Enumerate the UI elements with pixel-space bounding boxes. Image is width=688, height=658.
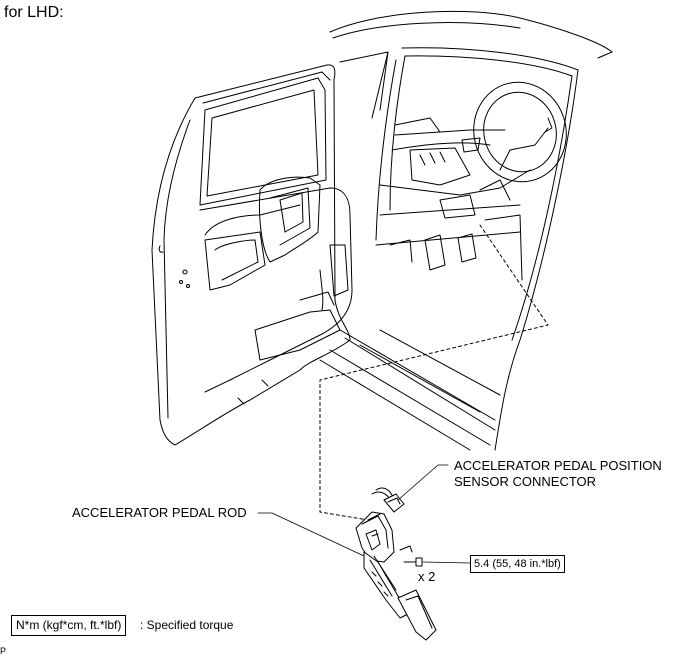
- location-leader: [319, 224, 549, 521]
- car-body-outline: [319, 10, 613, 451]
- footer-code: P: [0, 646, 7, 656]
- diagram-caption: for LHD:: [4, 4, 64, 21]
- dashboard: [375, 81, 567, 281]
- accelerator-pedal-rod-label: ACCELERATOR PEDAL ROD: [72, 505, 247, 520]
- sensor-label-line-2: SENSOR CONNECTOR: [454, 474, 597, 489]
- legend-description: : Specified torque: [140, 618, 234, 632]
- front-door-open: [151, 64, 353, 446]
- accelerator-pedal-assembly: [355, 487, 437, 641]
- torque-spec-box: 5.4 (55, 48 in.*lbf): [470, 555, 565, 573]
- bolt-quantity-label: x 2: [418, 569, 436, 584]
- legend-unit-box: N*m (kgf*cm, ft.*lbf): [11, 615, 127, 636]
- sensor-label-line-1: ACCELERATOR PEDAL POSITION: [454, 458, 662, 473]
- label-leaders: [257, 464, 471, 564]
- accelerator-pedal-position-sensor-connector-label: ACCELERATOR PEDAL POSITION SENSOR CONNEC…: [454, 458, 662, 490]
